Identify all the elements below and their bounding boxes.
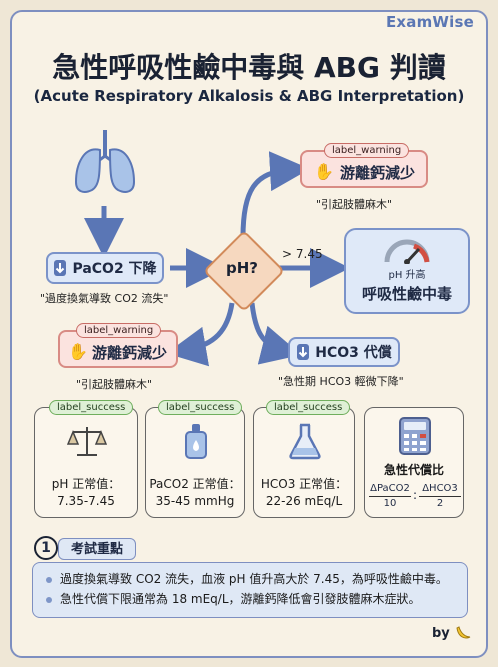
ratio-numerator-2: ΔHCO3	[422, 483, 458, 494]
ratio-denominator-2: 2	[419, 496, 461, 511]
left-warning-box: label_warning ✋ 游離鈣減少	[58, 323, 178, 368]
brand-label: ExamWise	[385, 13, 474, 31]
paco2-label: PaCO2 下降	[72, 261, 157, 277]
stat-line1: HCO3 正常值：	[260, 477, 348, 491]
ratio-title: 急性代償比	[383, 463, 444, 477]
hco3-label: HCO3 代償	[315, 345, 392, 361]
down-arrow-icon	[297, 344, 310, 360]
result-title: 呼吸性鹼中毒	[361, 285, 452, 303]
gt-threshold-label: > 7.45	[282, 247, 323, 261]
stat-line1: PaCO2 正常值：	[149, 477, 241, 491]
stat-line2: 22-26 mEq/L	[265, 494, 343, 508]
page-title: 急性呼吸性鹼中毒與 ABG 判讀	[52, 51, 446, 84]
stat-tag: label_success	[266, 400, 351, 415]
hand-icon: ✋	[314, 162, 334, 181]
page-subtitle: (Acute Respiratory Alkalosis & ABG Inter…	[33, 87, 465, 105]
down-arrow-icon	[54, 260, 67, 276]
ratio-fraction-2: ΔHCO3 2	[419, 482, 461, 511]
key-points-box	[32, 562, 468, 618]
lungs-icon	[74, 130, 136, 193]
key-point-text: 急性代償下限通常為 18 mEq/L，游離鈣降低會引發肢體麻木症狀。	[60, 592, 421, 606]
calculator-icon	[399, 417, 431, 455]
stat-card-paco2: label_success PaCO2 正常值： 35-45 mmHg	[145, 400, 245, 518]
result-box: pH 升高 呼吸性鹼中毒	[344, 228, 470, 314]
ratio-colon: :	[412, 488, 418, 502]
left-warning-tag: label_warning	[76, 323, 162, 338]
hco3-caption: "急性期 HCO3 輕微下降"	[278, 375, 404, 388]
key-point-text: 過度換氣導致 CO2 流失，血液 pH 值升高大於 7.45，為呼吸性鹼中毒。	[60, 572, 448, 586]
paco2-box: PaCO2 下降	[46, 252, 164, 284]
ratio-card: 急性代償比 ΔPaCO2 10 : ΔHCO3 2	[364, 407, 464, 518]
top-warning-caption: "引起肢體麻木"	[316, 198, 393, 211]
stat-line1: pH 正常值：	[51, 477, 121, 491]
result-small-label: pH 升高	[388, 270, 426, 281]
stat-card-ph: label_success pH 正常值： 7.35-7.45	[34, 400, 138, 518]
footer-by: by	[432, 626, 450, 641]
stat-tag: label_success	[158, 400, 243, 415]
left-warning-caption: "引起肢體麻木"	[76, 378, 153, 391]
stat-tag: label_success	[49, 400, 134, 415]
flask-icon	[289, 423, 321, 460]
banana-icon	[456, 626, 471, 639]
key-point-item: 過度換氣導致 CO2 流失，血液 pH 值升高大於 7.45，為呼吸性鹼中毒。	[46, 570, 448, 587]
scale-icon	[67, 427, 107, 456]
left-warning-title: 游離鈣減少	[92, 344, 168, 362]
key-points-number: 1	[34, 536, 58, 560]
hco3-box: HCO3 代償	[288, 337, 400, 367]
hand-icon: ✋	[68, 342, 88, 361]
stat-line2: 7.35-7.45	[57, 494, 115, 508]
arrow-ph-to-hco3	[249, 302, 302, 365]
bullet-dot	[46, 596, 52, 603]
top-warning-title: 游離鈣減少	[340, 164, 416, 182]
ratio-numerator-1: ΔPaCO2	[370, 483, 410, 494]
ph-node-label: pH?	[226, 259, 258, 277]
arrow-ph-to-top-warning	[240, 151, 310, 238]
paco2-caption: "過度換氣導致 CO2 流失"	[40, 292, 169, 305]
key-points-title: 考試重點	[58, 538, 136, 560]
arrow-ph-to-left-warning	[166, 302, 235, 367]
top-warning-tag: label_warning	[324, 143, 410, 158]
bullet-dot	[46, 576, 52, 583]
gauge-icon	[384, 239, 430, 264]
ratio-fraction-1: ΔPaCO2 10	[369, 482, 411, 511]
ratio-denominator-1: 10	[369, 496, 411, 511]
stat-line2: 35-45 mmHg	[155, 494, 235, 508]
key-point-item: 急性代償下限通常為 18 mEq/L，游離鈣降低會引發肢體麻木症狀。	[46, 590, 421, 607]
dropper-icon	[185, 424, 207, 459]
stat-card-hco3: label_success HCO3 正常值： 22-26 mEq/L	[253, 400, 355, 518]
top-warning-box: label_warning ✋ 游離鈣減少	[300, 143, 428, 188]
